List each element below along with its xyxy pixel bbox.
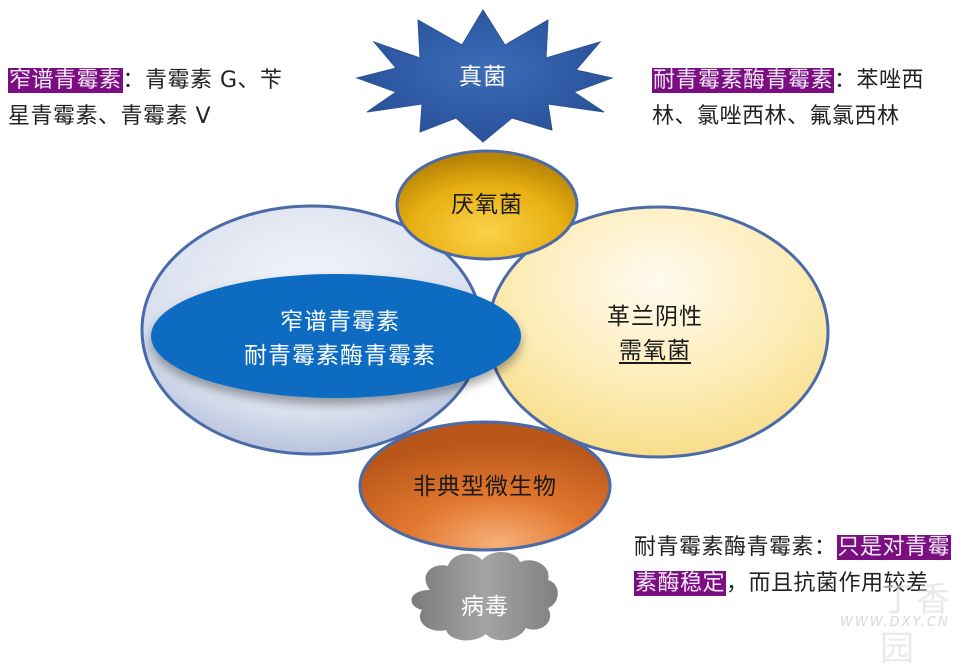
note-narrow-spectrum: 窄谱青霉素：青霉素 G、苄 星青霉素、青霉素 V xyxy=(8,63,308,135)
note-penicillinase-resistant-highlight: 耐青霉素酶青霉素 xyxy=(652,68,835,93)
note-narrow-spectrum-line2: 星青霉素、青霉素 V xyxy=(8,104,212,129)
note-stability-highlight2: 素酶稳定 xyxy=(634,571,727,596)
anaerobes-ellipse xyxy=(395,149,579,261)
note-penicillinase-resistant: 耐青霉素酶青霉素：苯唑西 林、氯唑西林、氟氯西林 xyxy=(652,63,962,135)
fungi-star-shape xyxy=(355,9,614,143)
note-penicillinase-resistant-line1: 耐青霉素酶青霉素：苯唑西 xyxy=(652,63,962,99)
atypical-label: 非典型微生物 xyxy=(413,474,557,500)
note-narrow-spectrum-rest: ：青霉素 G、苄 xyxy=(122,68,283,93)
virus-cloud-shape xyxy=(411,551,558,641)
note-stability-plain: 耐青霉素酶青霉素： xyxy=(634,535,837,560)
gram-negative-label: 革兰阴性 需氧菌 xyxy=(565,300,745,368)
note-penicillinase-resistant-rest: ：苯唑西 xyxy=(834,68,925,93)
aerobes-underlined: 需氧菌 xyxy=(619,338,691,364)
diagram-canvas xyxy=(140,9,830,641)
gram-negative-line1: 革兰阴性 xyxy=(607,304,703,330)
atypical-ellipse xyxy=(358,420,612,552)
note-stability: 耐青霉素酶青霉素：只是对青霉 素酶稳定，而且抗菌作用较差 xyxy=(634,530,964,602)
note-stability-rest: ，而且抗菌作用较差 xyxy=(726,571,929,596)
note-narrow-spectrum-line1: 窄谱青霉素：青霉素 G、苄 xyxy=(8,63,308,99)
note-stability-line2: 素酶稳定，而且抗菌作用较差 xyxy=(634,566,964,602)
fungi-label: 真菌 xyxy=(459,64,507,90)
narrow-spectrum-label: 窄谱青霉素 耐青霉素酶青霉素 xyxy=(220,305,460,373)
note-narrow-spectrum-highlight: 窄谱青霉素 xyxy=(8,68,123,93)
narrow-spectrum-line2: 耐青霉素酶青霉素 xyxy=(244,343,436,369)
note-penicillinase-resistant-line2: 林、氯唑西林、氟氯西林 xyxy=(652,104,900,129)
narrow-spectrum-line1: 窄谱青霉素 xyxy=(280,309,400,335)
note-stability-line1: 耐青霉素酶青霉素：只是对青霉 xyxy=(634,530,964,566)
note-stability-highlight1: 只是对青霉 xyxy=(836,535,952,560)
narrow-spectrum-ellipse xyxy=(151,274,521,398)
watermark-url: WWW.DXY.CN xyxy=(840,615,950,630)
gram-negative-line2: 需氧菌 xyxy=(565,334,745,368)
anaerobes-label: 厌氧菌 xyxy=(451,192,523,218)
virus-label: 病毒 xyxy=(461,594,509,620)
